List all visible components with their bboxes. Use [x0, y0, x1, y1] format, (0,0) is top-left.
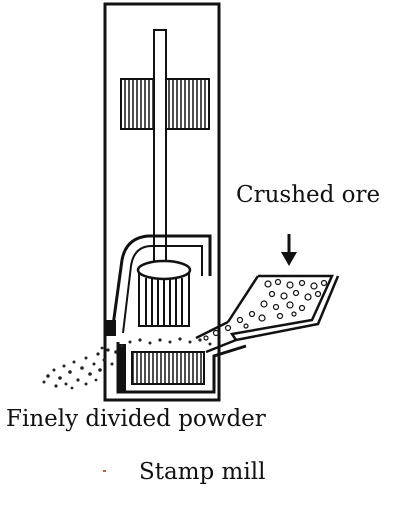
- crushed-ore-label: Crushed ore: [236, 182, 381, 208]
- feed-chute: [229, 274, 340, 342]
- powder-label: Finely divided powder: [6, 406, 266, 432]
- powder-discharge: [42, 337, 212, 390]
- ore-particles: [203, 278, 328, 341]
- diagram-caption: Stamp mill: [139, 459, 266, 485]
- stamp-rod: [153, 29, 167, 265]
- stamp-hood: [110, 234, 212, 334]
- die-block: [131, 351, 205, 385]
- mill-frame: [103, 2, 221, 402]
- stamp-head: [136, 259, 192, 327]
- feed-arrow: [281, 234, 297, 266]
